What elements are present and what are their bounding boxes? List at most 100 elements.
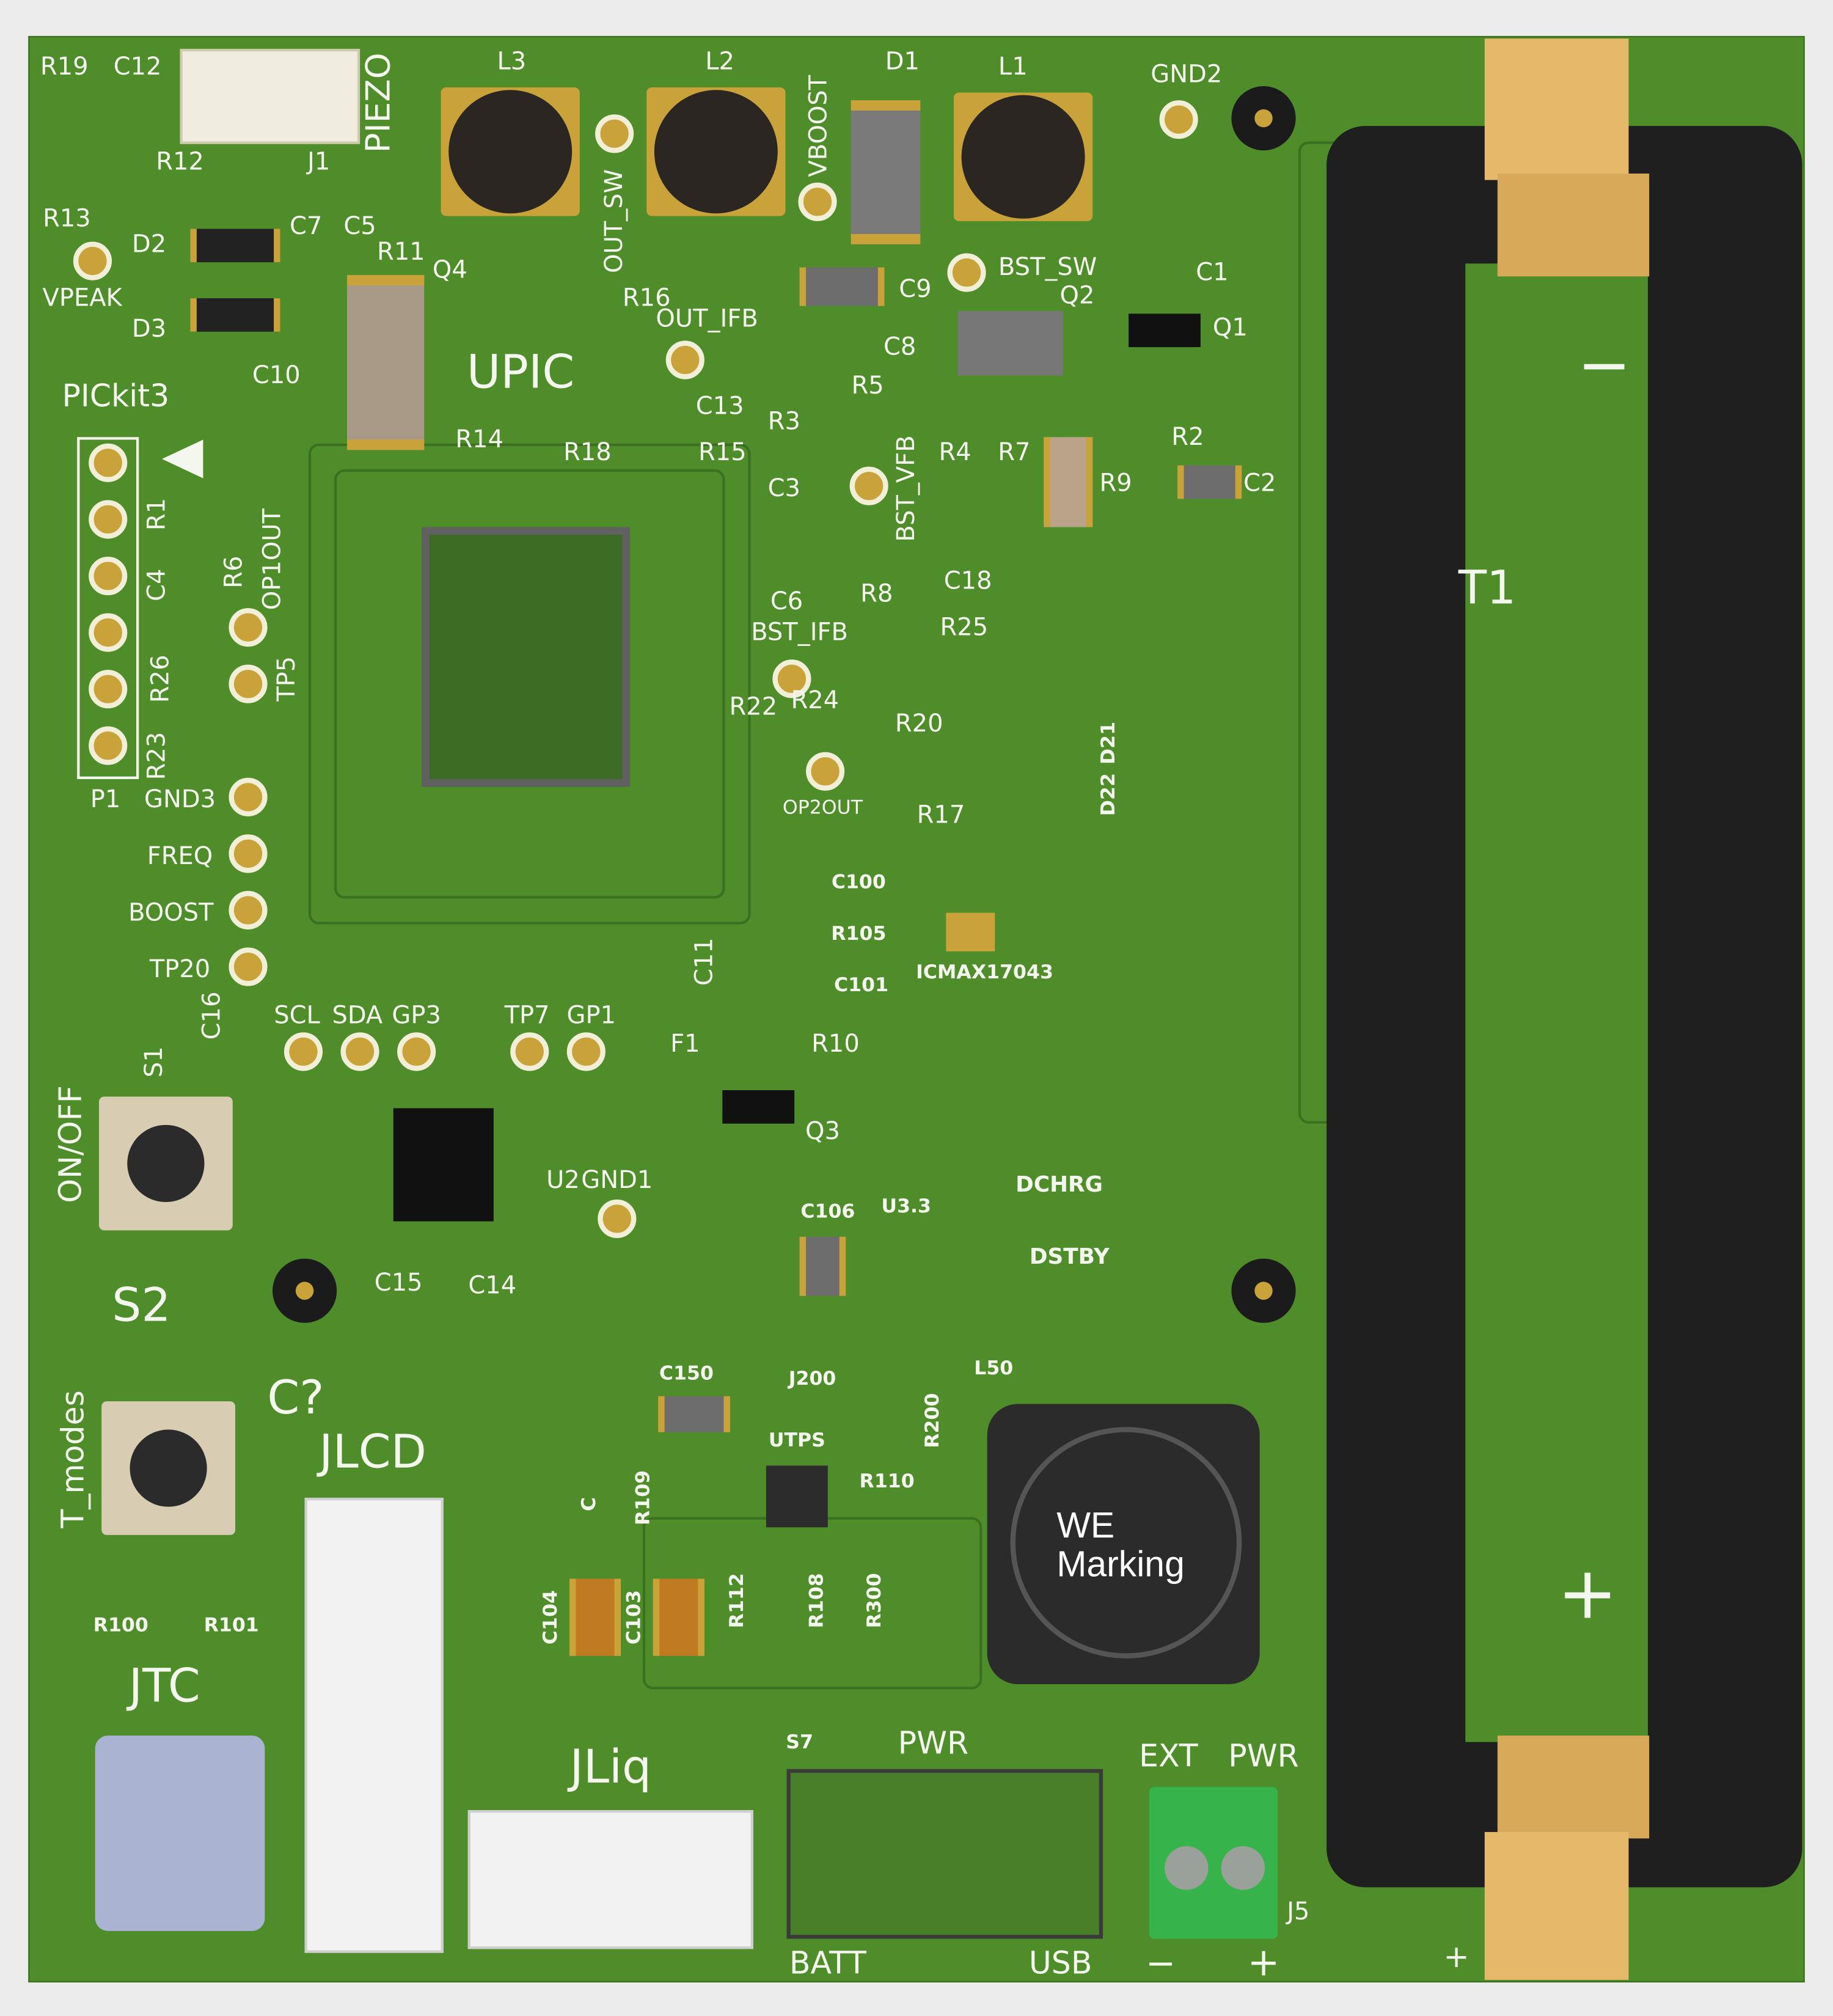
label-c6: C6 bbox=[770, 587, 803, 616]
testpoint-vboost[interactable] bbox=[798, 182, 837, 221]
label-t-modes: T_modes bbox=[55, 1390, 92, 1528]
label-r13: R13 bbox=[43, 204, 91, 233]
capacitor-c150 bbox=[658, 1396, 730, 1432]
mcu-upic bbox=[422, 527, 630, 787]
testpoint-gnd2[interactable] bbox=[1159, 100, 1198, 139]
mounting-hole bbox=[1231, 1258, 1296, 1323]
testpoint-out-ifb[interactable] bbox=[665, 340, 704, 379]
mounting-hole bbox=[1231, 86, 1296, 151]
label-r5: R5 bbox=[851, 371, 884, 400]
label-jlcd: JLCD bbox=[319, 1426, 426, 1479]
label-gp1: GP1 bbox=[566, 1001, 616, 1030]
ic-u2 bbox=[393, 1108, 494, 1222]
transistor-q3 bbox=[722, 1090, 795, 1124]
label-l3: L3 bbox=[497, 47, 527, 76]
header-pin[interactable] bbox=[89, 443, 128, 482]
jlcd-connector[interactable] bbox=[304, 1497, 444, 1953]
usb-c-connector[interactable] bbox=[95, 1736, 265, 1931]
label-q4: Q4 bbox=[432, 255, 467, 284]
label-board-plus: + bbox=[1443, 1938, 1469, 1975]
header-pin[interactable] bbox=[89, 556, 128, 596]
testpoint-tp5[interactable] bbox=[229, 664, 268, 703]
label-r19: R19 bbox=[40, 53, 89, 81]
label-c10: C10 bbox=[252, 361, 301, 390]
capacitor-c104 bbox=[569, 1578, 621, 1656]
label-boost: BOOST bbox=[128, 898, 214, 927]
trace bbox=[334, 469, 725, 899]
label-r10: R10 bbox=[811, 1030, 860, 1058]
inductor-l3 bbox=[441, 87, 580, 216]
label-upic: UPIC bbox=[466, 346, 575, 400]
header-pin[interactable] bbox=[89, 500, 128, 539]
label-r9: R9 bbox=[1099, 469, 1132, 498]
header-pin[interactable] bbox=[89, 613, 128, 652]
testpoint-vpeak[interactable] bbox=[73, 241, 112, 280]
testpoint-freq[interactable] bbox=[229, 834, 268, 873]
slide-switch-s7[interactable] bbox=[786, 1769, 1103, 1939]
label-c101: C101 bbox=[834, 973, 889, 997]
testpoint-op1out[interactable] bbox=[229, 608, 268, 647]
label-q3: Q3 bbox=[805, 1117, 840, 1146]
label-freq: FREQ bbox=[147, 841, 213, 871]
testpoint-scl[interactable] bbox=[284, 1032, 323, 1071]
label-dstby: DSTBY bbox=[1029, 1244, 1110, 1270]
testpoint-op2out[interactable] bbox=[806, 752, 845, 791]
label-q2: Q2 bbox=[1059, 281, 1095, 310]
testpoint-out-sw[interactable] bbox=[595, 114, 634, 153]
label-r22: R22 bbox=[729, 692, 778, 722]
inductor-l50: WE Marking bbox=[987, 1404, 1260, 1684]
testpoint-boost[interactable] bbox=[229, 890, 268, 930]
label-p1: P1 bbox=[90, 785, 121, 814]
label-bst-sw: BST_SW bbox=[998, 253, 1097, 282]
label-c106: C106 bbox=[800, 1199, 855, 1223]
label-piezo: PIEZO bbox=[360, 53, 399, 153]
label-d2: D2 bbox=[131, 230, 167, 258]
diode-d3 bbox=[190, 298, 280, 332]
label-c104: C104 bbox=[538, 1590, 562, 1645]
label-bst-vfb: BST_VFB bbox=[892, 435, 921, 542]
label-icmax17043: ICMAX17043 bbox=[916, 960, 1053, 984]
label-c11: C11 bbox=[690, 937, 719, 986]
transistor-q1 bbox=[1129, 313, 1201, 348]
label-d22: D22 bbox=[1096, 773, 1120, 816]
header-pin[interactable] bbox=[89, 726, 128, 765]
label-c9: C9 bbox=[899, 275, 932, 304]
testpoint-tp7[interactable] bbox=[510, 1032, 549, 1071]
label-r112: R112 bbox=[725, 1573, 748, 1629]
mounting-hole bbox=[273, 1258, 337, 1323]
label-c8: C8 bbox=[883, 332, 916, 362]
diode-d1 bbox=[851, 100, 921, 244]
label-c150: C150 bbox=[659, 1361, 714, 1385]
jliq-connector[interactable] bbox=[467, 1810, 753, 1949]
testpoint-gp1[interactable] bbox=[566, 1032, 606, 1071]
label-l2: L2 bbox=[705, 47, 734, 76]
terminal-block-j5[interactable] bbox=[1149, 1787, 1278, 1939]
testpoint-bst-vfb[interactable] bbox=[849, 466, 888, 505]
battery-contact-top bbox=[1484, 38, 1629, 180]
label-vboost: VBOOST bbox=[804, 75, 833, 177]
label-jliq: JLiq bbox=[569, 1741, 652, 1794]
label-j5: J5 bbox=[1287, 1897, 1310, 1926]
resistor-r9 bbox=[1044, 437, 1093, 527]
battery-contact-bottom-clip bbox=[1497, 1736, 1650, 1839]
testpoint-gp3[interactable] bbox=[397, 1032, 436, 1071]
label-ext: EXT bbox=[1139, 1738, 1198, 1775]
testpoint-gnd1[interactable] bbox=[598, 1199, 637, 1238]
label-r109: R109 bbox=[631, 1470, 654, 1526]
testpoint-bst-sw[interactable] bbox=[947, 253, 986, 292]
label-r200: R200 bbox=[920, 1393, 944, 1448]
switch-t-modes[interactable] bbox=[101, 1401, 235, 1535]
label-j200: J200 bbox=[788, 1366, 836, 1390]
label-op1out: OP1OUT bbox=[258, 508, 287, 610]
header-pin[interactable] bbox=[89, 670, 128, 709]
switch-onoff[interactable] bbox=[98, 1096, 233, 1231]
label-jtc: JTC bbox=[128, 1660, 200, 1714]
label-tp5: TP5 bbox=[273, 656, 301, 702]
testpoint-bst-ifb[interactable] bbox=[772, 659, 811, 698]
pickit3-header[interactable] bbox=[77, 437, 139, 779]
testpoint-gnd3[interactable] bbox=[229, 777, 268, 816]
testpoint-sda[interactable] bbox=[340, 1032, 379, 1071]
testpoint-tp20[interactable] bbox=[229, 947, 268, 986]
inductor-l1 bbox=[954, 92, 1093, 221]
